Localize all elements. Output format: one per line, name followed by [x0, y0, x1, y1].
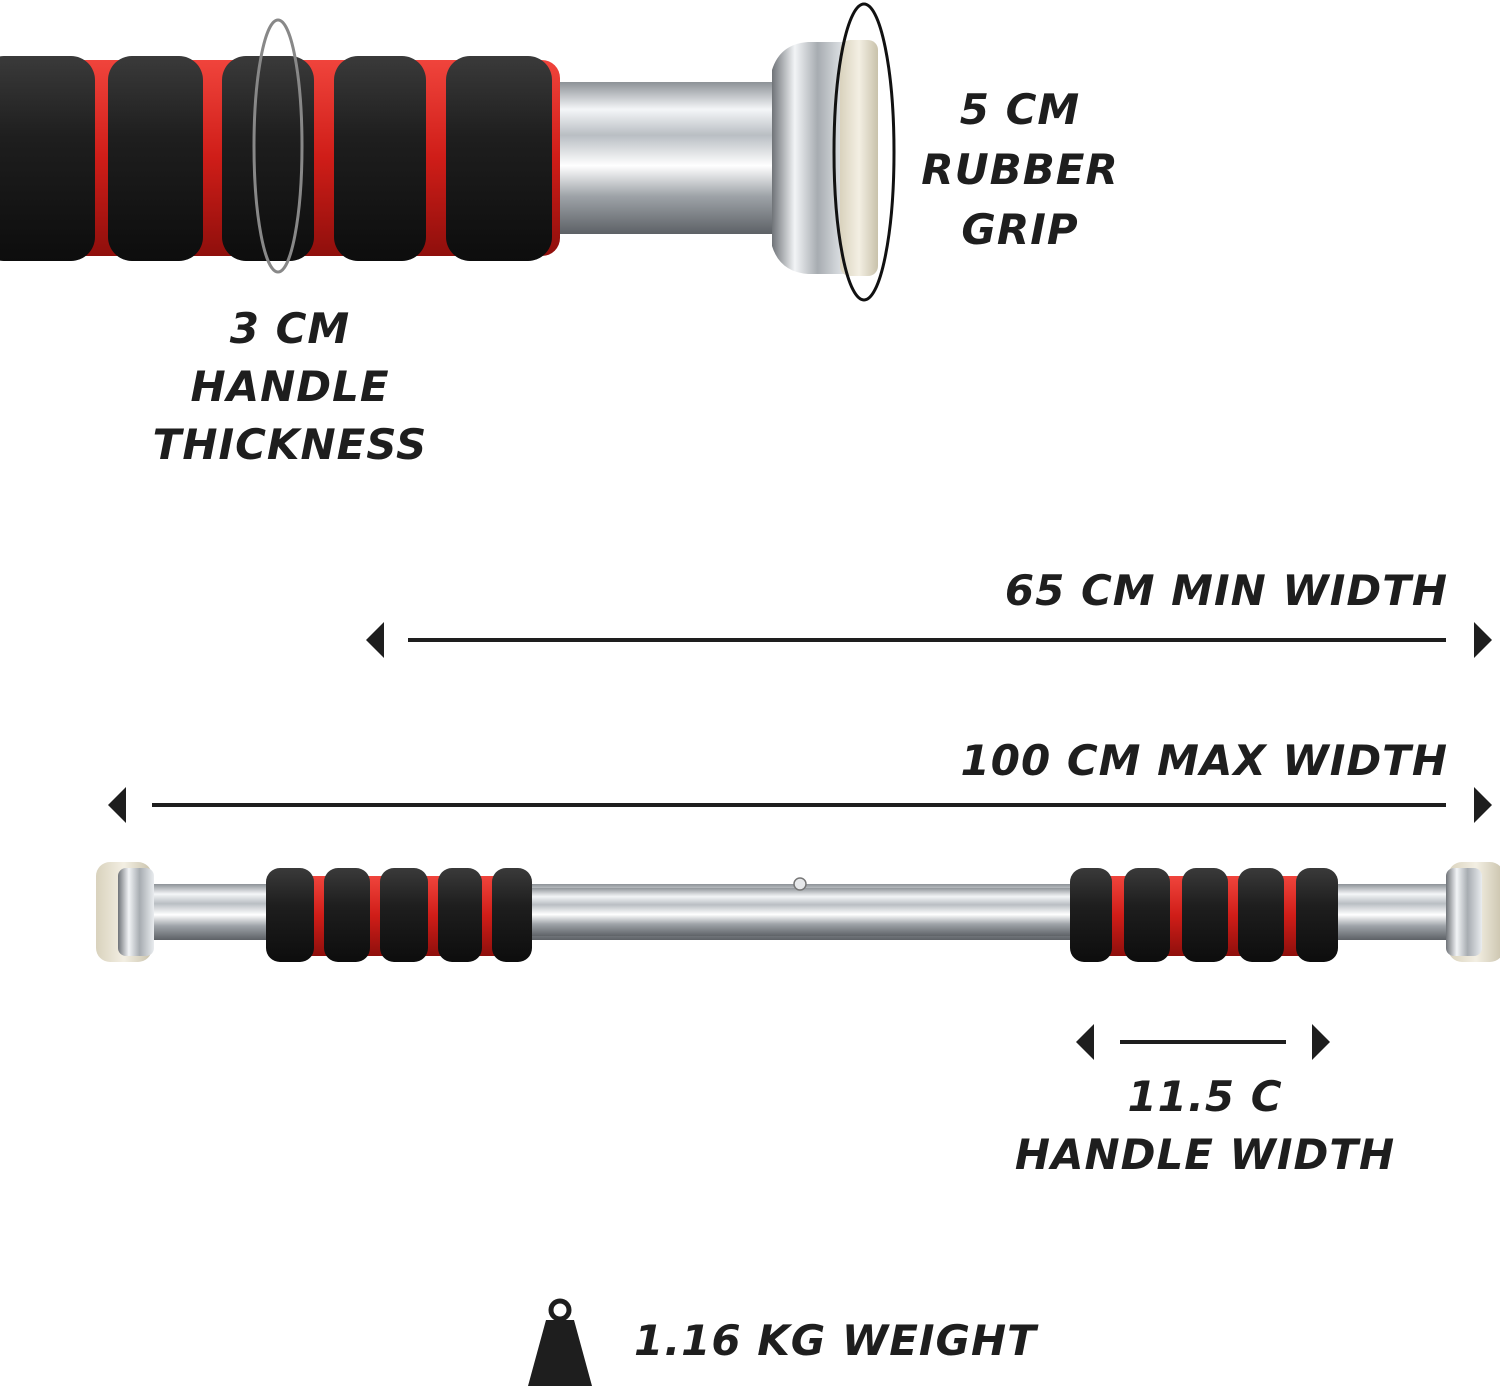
weight-icon: [528, 1298, 592, 1386]
right-grip-foam: [1070, 868, 1112, 962]
left-grip-foam: [492, 868, 532, 962]
left-grip-foam: [380, 868, 428, 962]
closeup-chrome-shaft: [540, 82, 800, 234]
closeup-foam-ring: [446, 56, 552, 261]
handle-width-label: 11.5 C HANDLE WIDTH: [980, 1068, 1430, 1184]
weight-label: 1.16 KG WEIGHT: [634, 1316, 1037, 1365]
closeup-handle: [0, 2, 896, 302]
closeup-foam-ring: [222, 56, 314, 261]
rubber-grip-size: 5 CM: [959, 85, 1081, 134]
rubber-grip-ring: [832, 2, 896, 302]
left-grip-foam: [438, 868, 482, 962]
rubber-grip-label: 5 CM RUBBER GRIP: [900, 80, 1140, 260]
handle-thickness-size: 3 CM: [229, 304, 351, 353]
handle-width-noun: HANDLE WIDTH: [1014, 1130, 1396, 1179]
closeup-foam-ring: [334, 56, 426, 261]
closeup-rubber-pad: [840, 40, 878, 276]
right-grip-foam: [1238, 868, 1284, 962]
handle-thickness-word: HANDLE: [190, 362, 390, 411]
bar-inner-tube: [520, 888, 1080, 936]
closeup-foam-ring: [0, 56, 95, 261]
bar-pin: [793, 877, 807, 891]
right-grip-foam: [1296, 868, 1338, 962]
rubber-grip-noun: GRIP: [961, 205, 1079, 254]
handle-thickness-label: 3 CM HANDLE THICKNESS: [120, 300, 460, 474]
min-width-label: 65 CM MIN WIDTH: [1004, 566, 1448, 615]
bar-right-cap: [1446, 868, 1482, 956]
closeup-foam-ring: [108, 56, 203, 261]
max-width-arrow: [108, 787, 1492, 823]
max-width-label: 100 CM MAX WIDTH: [960, 736, 1448, 785]
rubber-grip-word: RUBBER: [921, 145, 1119, 194]
left-grip-foam: [266, 868, 314, 962]
full-bar: [96, 862, 1500, 962]
left-grip-foam: [324, 868, 370, 962]
handle-thickness-ring: [252, 18, 304, 274]
handle-width-arrow: [1076, 1024, 1330, 1060]
right-grip-foam: [1182, 868, 1228, 962]
handle-width-size: 11.5 C: [1127, 1072, 1283, 1121]
min-width-arrow: [366, 622, 1492, 658]
bar-left-cap: [118, 868, 154, 956]
handle-thickness-noun: THICKNESS: [152, 420, 428, 469]
right-grip-foam: [1124, 868, 1170, 962]
closeup-end-cap: [772, 42, 848, 274]
